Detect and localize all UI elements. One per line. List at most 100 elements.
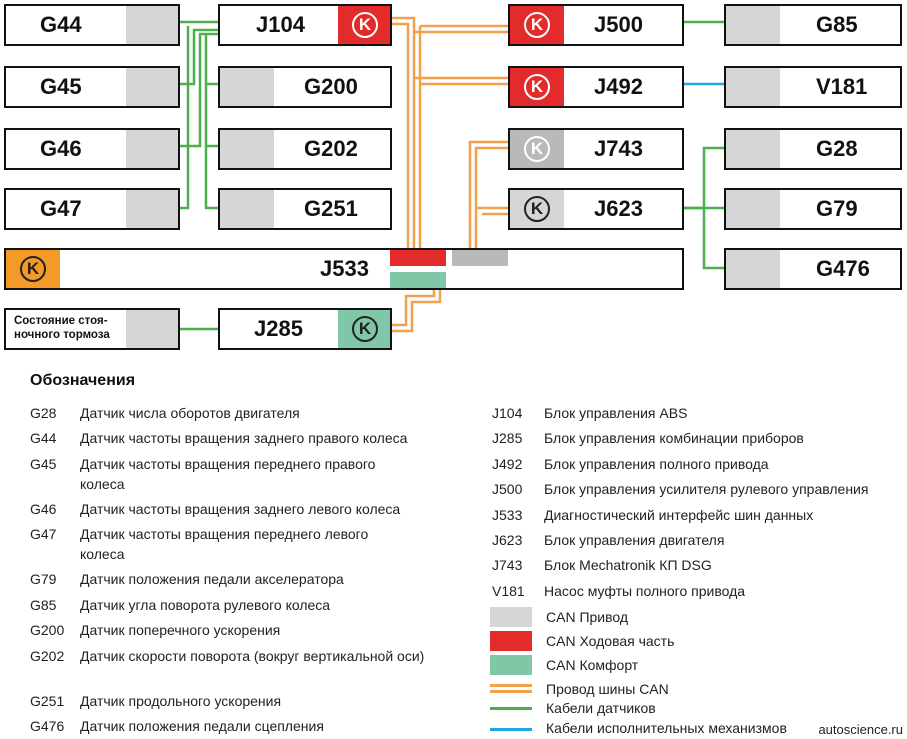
legend-code: G46 bbox=[30, 501, 57, 517]
unit-j743-label: J743 bbox=[594, 136, 643, 161]
legend-code: G85 bbox=[30, 597, 57, 613]
actuator-v181-connector bbox=[726, 68, 780, 106]
sensor-g28-connector bbox=[726, 130, 780, 168]
sensor-g45-label: G45 bbox=[40, 74, 82, 99]
legend-swatch-label: CAN Комфорт bbox=[546, 657, 639, 673]
legend-desc: Датчик частоты вращения переднего правог… bbox=[80, 456, 376, 492]
swatch-sensor-cable bbox=[490, 707, 532, 710]
transistor-symbol-icon: K bbox=[524, 74, 550, 100]
j533-can-chassis-port bbox=[390, 250, 446, 266]
legend-desc: Блок управления комбинации приборов bbox=[544, 430, 804, 446]
sensor-g28-label: G28 bbox=[816, 136, 858, 161]
unit-j500-label: J500 bbox=[594, 12, 643, 37]
gateway-j533-label: J533 bbox=[320, 256, 369, 281]
legend-swatch-label: CAN Ходовая часть bbox=[546, 633, 675, 649]
legend-swatch-label: Провод шины CAN bbox=[546, 681, 669, 697]
sensor-g200: G200 bbox=[218, 66, 392, 108]
sensor-g251-label: G251 bbox=[304, 196, 358, 221]
sensor-g47: G47 bbox=[4, 188, 180, 230]
legend-code: V181 bbox=[492, 583, 525, 599]
unit-j285: J285 K bbox=[218, 308, 392, 350]
gateway-j533: K J533 bbox=[4, 248, 684, 290]
legend-desc: Диагностический интерфейс шин данных bbox=[544, 507, 814, 523]
legend-title: Обозначения bbox=[30, 372, 136, 389]
legend-desc: Датчик продольного ускорения bbox=[80, 693, 282, 709]
sensor-cables-engine bbox=[684, 146, 724, 270]
sensor-g44: G44 bbox=[4, 4, 180, 46]
swatch-actuator-cable bbox=[490, 728, 532, 731]
unit-j623: K J623 bbox=[508, 188, 684, 230]
legend-code: J533 bbox=[492, 507, 523, 523]
sensor-g476: G476 bbox=[724, 248, 902, 290]
legend-code: G45 bbox=[30, 456, 57, 472]
parking-brake-connector bbox=[126, 310, 178, 348]
unit-j500: K J500 bbox=[508, 4, 684, 46]
sensor-g79: G79 bbox=[724, 188, 902, 230]
legend-desc: Датчик поперечного ускорения bbox=[80, 622, 281, 638]
unit-j500-ecu-chassis: K bbox=[510, 6, 564, 44]
unit-j104: J104 K bbox=[218, 4, 392, 46]
sensor-g46-connector bbox=[126, 130, 178, 168]
legend-desc: Датчик положения педали акселератора bbox=[80, 571, 344, 587]
legend-code: G202 bbox=[30, 648, 65, 664]
actuator-v181-label: V181 bbox=[816, 74, 868, 99]
legend-desc: Блок Mechatronik КП DSG bbox=[544, 557, 712, 573]
legend-swatch-label: Кабели исполнительных механизмов bbox=[546, 720, 787, 736]
sensor-g45: G45 bbox=[4, 66, 180, 108]
sensor-g46: G46 bbox=[4, 128, 180, 170]
sensor-g251: G251 bbox=[218, 188, 392, 230]
sensor-g202: G202 bbox=[218, 128, 392, 170]
sensor-g200-label: G200 bbox=[304, 74, 358, 99]
sensor-g44-connector bbox=[126, 6, 178, 44]
gateway-j533-ecu: K bbox=[6, 250, 60, 288]
sensor-g47-label: G47 bbox=[40, 196, 82, 221]
sensor-g79-label: G79 bbox=[816, 196, 858, 221]
transistor-symbol-icon: K bbox=[524, 136, 550, 162]
sensor-g476-label: G476 bbox=[816, 256, 870, 281]
wiring-diagram bbox=[180, 16, 724, 333]
can-wires-comfort bbox=[392, 290, 442, 333]
unit-j104-label: J104 bbox=[256, 12, 305, 37]
actuator-v181: V181 bbox=[724, 66, 902, 108]
sensor-cables-abs bbox=[180, 20, 218, 210]
legend-code: J743 bbox=[492, 557, 523, 573]
sensor-g45-connector bbox=[126, 68, 178, 106]
sensor-g47-connector bbox=[126, 190, 178, 228]
watermark: autoscience.ru bbox=[816, 722, 905, 737]
unit-j492-label: J492 bbox=[594, 74, 643, 99]
unit-j104-ecu-chassis: K bbox=[338, 6, 390, 44]
unit-j743-ecu-drive: K bbox=[510, 130, 564, 168]
sensor-g202-label: G202 bbox=[304, 136, 358, 161]
legend-code: J623 bbox=[492, 532, 523, 548]
legend-swatch-label: Кабели датчиков bbox=[546, 700, 656, 716]
transistor-symbol-icon: K bbox=[524, 12, 550, 38]
swatch-can-comfort bbox=[490, 655, 532, 675]
unit-j492-ecu-chassis: K bbox=[510, 68, 564, 106]
sensor-g202-connector bbox=[220, 130, 274, 168]
j533-can-drive-port bbox=[452, 250, 508, 266]
legend-desc: Датчик частоты вращения заднего левого к… bbox=[80, 501, 401, 517]
legend-code: G28 bbox=[30, 405, 57, 421]
sensor-g44-label: G44 bbox=[40, 12, 82, 37]
unit-j743: K J743 bbox=[508, 128, 684, 170]
swatch-can-drive bbox=[490, 607, 532, 627]
legend-code: J104 bbox=[492, 405, 523, 421]
transistor-symbol-icon: K bbox=[352, 316, 378, 342]
legend-code: G47 bbox=[30, 526, 57, 542]
legend-desc: Датчик частоты вращения переднего левого… bbox=[80, 526, 369, 562]
sensor-g85-label: G85 bbox=[816, 12, 858, 37]
parking-brake-state: Состояние стоя-ночного тормоза bbox=[4, 308, 180, 350]
unit-j492: K J492 bbox=[508, 66, 684, 108]
legend-desc: Насос муфты полного привода bbox=[544, 583, 746, 599]
legend-code: J500 bbox=[492, 481, 523, 497]
legend-desc: Блок управления усилителя рулевого управ… bbox=[544, 481, 869, 497]
swatch-can-chassis bbox=[490, 631, 532, 651]
sensor-g200-connector bbox=[220, 68, 274, 106]
legend-code: G79 bbox=[30, 571, 57, 587]
parking-brake-label: Состояние стоя-ночного тормоза bbox=[14, 315, 110, 341]
unit-j623-label: J623 bbox=[594, 196, 643, 221]
sensor-g476-connector bbox=[726, 250, 780, 288]
legend-desc: Блок управления полного привода bbox=[544, 456, 769, 472]
swatch-can-wire bbox=[490, 684, 532, 687]
can-wires-drive bbox=[468, 140, 508, 248]
